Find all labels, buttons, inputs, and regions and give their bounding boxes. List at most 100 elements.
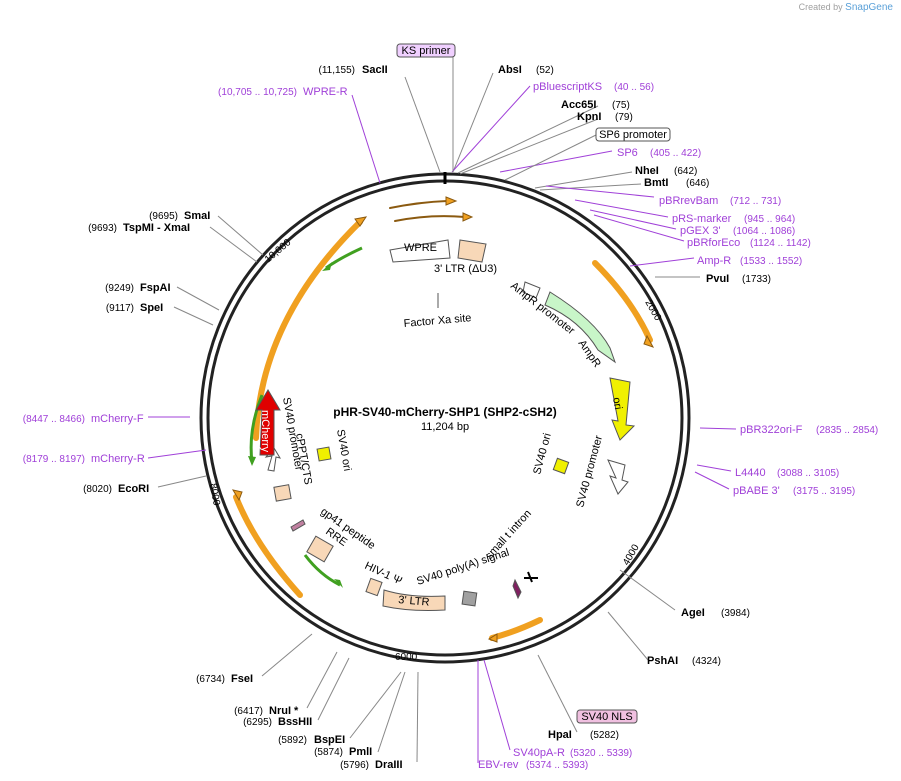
primer-pbrrevbam: pBRrevBam xyxy=(659,195,718,207)
ampr-promoter-shape xyxy=(522,281,541,299)
primer-mcherry-r: mCherry-R xyxy=(91,453,145,465)
primer-pos-sp6: (405 .. 422) xyxy=(650,148,701,159)
site-pos-sacii: (11,155) xyxy=(318,65,355,76)
green-arrowheads xyxy=(248,262,343,588)
factor-xa-label: Factor Xa site xyxy=(403,312,472,330)
primer-pos-pbrforeco: (1124 .. 1142) xyxy=(750,238,811,249)
site-pos-bmti: (646) xyxy=(686,178,709,189)
enzyme-leaders xyxy=(157,72,700,763)
primer-pos-pbrrevbam: (712 .. 731) xyxy=(730,196,781,207)
primer-pbr322ori-f: pBR322ori-F xyxy=(740,424,803,436)
primer-l4440: L4440 xyxy=(735,467,766,479)
sv40-ori-right-label: SV40 ori xyxy=(531,432,554,476)
site-pmli: PmlI xyxy=(349,746,372,758)
site-pos-spei: (9117) xyxy=(106,303,134,314)
site-pos-nrui: (6417) xyxy=(234,706,263,717)
site-pos-kpni: (79) xyxy=(615,112,633,123)
ori-shape xyxy=(609,377,636,441)
sv40-ori-left-label: SV40 ori xyxy=(334,428,353,472)
snapgene-brand: SnapGene xyxy=(845,2,893,13)
small-t-marker xyxy=(512,578,522,600)
sv40-ori-left-shape xyxy=(316,446,332,462)
site-pos-fsei: (6734) xyxy=(196,674,225,685)
site-pos-nhei: (642) xyxy=(674,166,697,177)
site-pvui: PvuI xyxy=(706,273,729,285)
site-pshai: PshAI xyxy=(647,655,678,667)
sp6-promoter-box xyxy=(595,127,671,142)
primer-pos-pgex3: (1064 .. 1086) xyxy=(733,226,795,237)
sv40-polya-shape xyxy=(461,590,478,607)
ks-primer-box xyxy=(396,43,456,58)
ks-primer-label: KS primer xyxy=(402,45,451,57)
ltr3-shape xyxy=(382,589,446,611)
sv40-promoter-right-label: SV40 promoter xyxy=(574,434,605,509)
plasmid-size: 11,204 bp xyxy=(421,421,469,433)
wpre-label: WPRE xyxy=(404,242,437,254)
sv40-nls-box xyxy=(576,709,638,724)
site-ecori: EcoRI xyxy=(118,483,149,495)
small-t-intron-shape xyxy=(524,571,538,583)
site-pos-ecori: (8020) xyxy=(83,484,112,495)
primer-pos-amp-r: (1533 .. 1552) xyxy=(740,256,802,267)
ltr-du3-shape xyxy=(457,239,487,263)
ltr3-label: 3' LTR xyxy=(398,594,430,609)
primer-pgex3: pGEX 3' xyxy=(680,225,721,237)
sv40-polya-label: SV40 poly(A) signal xyxy=(415,547,511,588)
credit-prefix: Created by xyxy=(798,2,843,12)
primer-labels: (10,705 .. 10,725) WPRE-R pBluescriptKS … xyxy=(23,81,879,771)
primer-sp6: SP6 xyxy=(617,147,638,159)
plasmid-name: pHR-SV40-mCherry-SHP1 (SHP2-cSH2) xyxy=(333,405,556,419)
primer-wpre-r: WPRE-R xyxy=(303,86,348,98)
primer-sv40pa-r: SV40pA-R xyxy=(513,747,565,759)
primer-pos-wpre-r: (10,705 .. 10,725) xyxy=(218,87,297,98)
site-pos-tspmi: (9693) xyxy=(88,223,117,234)
site-pos-pmli: (5874) xyxy=(314,747,343,758)
site-nrui: NruI * xyxy=(269,705,299,717)
wpre-shape xyxy=(389,239,451,263)
hiv-psi-shape xyxy=(365,577,383,597)
primer-pbrforeco: pBRforEco xyxy=(687,237,740,249)
site-fspai: FspAI xyxy=(140,282,171,294)
primer-ebv-rev: EBV-rev xyxy=(478,759,519,771)
site-draiii: DraIII xyxy=(375,759,403,771)
site-pos-bspei: (5892) xyxy=(278,735,307,746)
tick-8000: 8000 xyxy=(207,483,222,507)
restriction-sites: (11,155) SacII AbsI (52) Acc65I (75) Kpn… xyxy=(83,64,771,771)
site-pos-hpai: (5282) xyxy=(590,730,619,741)
site-acc65i: Acc65I xyxy=(561,99,596,111)
site-pos-pshai: (4324) xyxy=(692,656,721,667)
primer-pos-sv40pa-r: (5320 .. 5339) xyxy=(570,748,632,759)
ampr-shape xyxy=(544,291,617,364)
site-kpni: KpnI xyxy=(577,111,601,123)
site-bmti: BmtI xyxy=(644,177,668,189)
site-pos-absi: (52) xyxy=(536,65,554,76)
site-nhei: NheI xyxy=(635,165,659,177)
sv40-ori-right-shape xyxy=(552,457,570,475)
ltr-du3-label: 3' LTR (ΔU3) xyxy=(434,263,497,275)
site-smai: SmaI xyxy=(184,210,210,222)
sv40-promoter-right-shape xyxy=(607,459,629,495)
sp6-promoter-label: SP6 promoter xyxy=(599,129,667,141)
gp41-shape xyxy=(290,519,306,532)
site-hpai: HpaI xyxy=(548,729,572,741)
sp6-promoter-leader xyxy=(504,134,597,181)
primer-pos-prs-marker: (945 .. 964) xyxy=(744,214,795,225)
mcherry-label: mCherry xyxy=(259,410,271,453)
primer-prs-marker: pRS-marker xyxy=(672,213,732,225)
site-pos-agei: (3984) xyxy=(721,608,750,619)
site-pos-smai: (9695) xyxy=(149,211,178,222)
cppt-shape xyxy=(273,484,292,502)
site-bspei: BspEI xyxy=(314,734,345,746)
primer-pos-pbabe3: (3175 .. 3195) xyxy=(793,486,855,497)
site-absi: AbsI xyxy=(498,64,522,76)
primer-pbabe3: pBABE 3' xyxy=(733,485,780,497)
site-pos-pvui: (1733) xyxy=(742,274,771,285)
primer-mcherry-f: mCherry-F xyxy=(91,413,144,425)
site-pos-acc65i: (75) xyxy=(612,100,630,111)
site-pos-draiii: (5796) xyxy=(340,760,369,771)
primer-pos-mcherry-r: (8179 .. 8197) xyxy=(23,454,85,465)
orange-arrowheads xyxy=(231,196,655,643)
ori-label: ori xyxy=(610,396,624,410)
primer-pos-pbr322ori-f: (2835 .. 2854) xyxy=(816,425,878,436)
